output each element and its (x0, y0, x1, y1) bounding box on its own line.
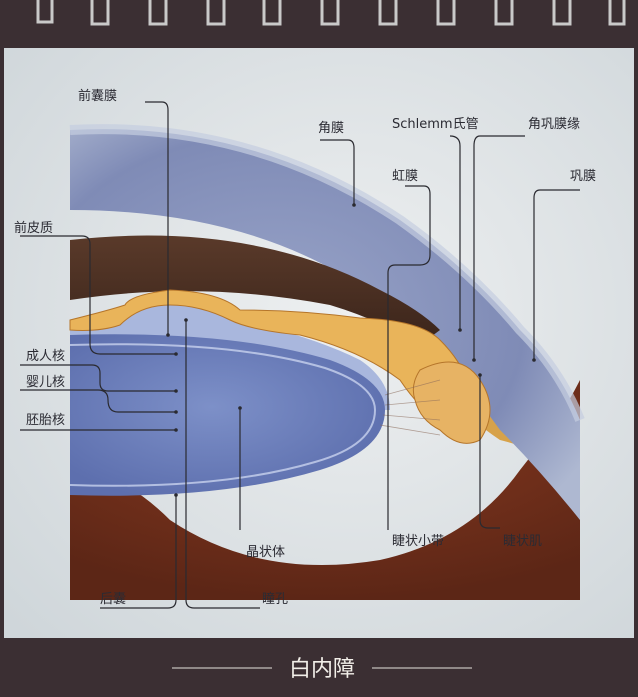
leader-lines (20, 101, 580, 609)
iris-shape (70, 235, 440, 345)
footer-title: 白内障 (289, 657, 355, 682)
label-adult-nucleus: 成人核 (26, 349, 65, 364)
sclera-line (533, 189, 580, 360)
spiral-rings (36, 0, 626, 26)
anterior-cortex-line (20, 235, 176, 355)
infantile-nucleus-line (20, 389, 176, 413)
label-limbus: 角巩膜缘 (528, 117, 580, 132)
footer-bar (0, 638, 638, 697)
label-zonule: 睫状小带 (392, 534, 444, 549)
ciliary-muscle-line (479, 375, 500, 529)
label-iris: 虹膜 (392, 169, 418, 184)
posterior-capsule-line (100, 495, 177, 609)
cornea-rim (69, 124, 585, 422)
eye-illustration (69, 124, 585, 600)
iris-line (387, 185, 431, 530)
label-schlemm-canal: Schlemm氏管 (392, 117, 479, 132)
schlemm-line (449, 135, 461, 330)
anterior-capsule-line (145, 101, 169, 335)
label-sclera: 巩膜 (570, 169, 596, 184)
lens-nucleus-ring (69, 343, 377, 487)
posterior-chamber (70, 380, 580, 600)
label-lens: 晶状体 (246, 545, 285, 560)
cornea-shape (70, 129, 580, 520)
lens-shape (70, 334, 385, 496)
label-posterior-capsule: 后囊 (100, 591, 126, 607)
zonule-fibers (379, 379, 441, 436)
label-infantile-nucleus: 婴儿核 (26, 375, 65, 390)
adult-nucleus-line (20, 364, 176, 392)
label-cornea: 角膜 (318, 121, 344, 136)
limbus-line (473, 135, 525, 360)
cornea-line (320, 139, 355, 205)
label-embryonic-nucleus: 胚胎核 (26, 413, 65, 428)
labels: 前囊膜 角膜 Schlemm氏管 角巩膜缘 虹膜 巩膜 前皮质 成人核 婴儿核 … (14, 88, 596, 607)
label-pupil: 瞳孔 (262, 592, 288, 607)
pupil-line (185, 320, 260, 609)
label-ciliary-muscle: 睫状肌 (503, 534, 542, 549)
label-anterior-capsule: 前囊膜 (78, 88, 117, 104)
label-anterior-cortex: 前皮质 (14, 220, 53, 236)
